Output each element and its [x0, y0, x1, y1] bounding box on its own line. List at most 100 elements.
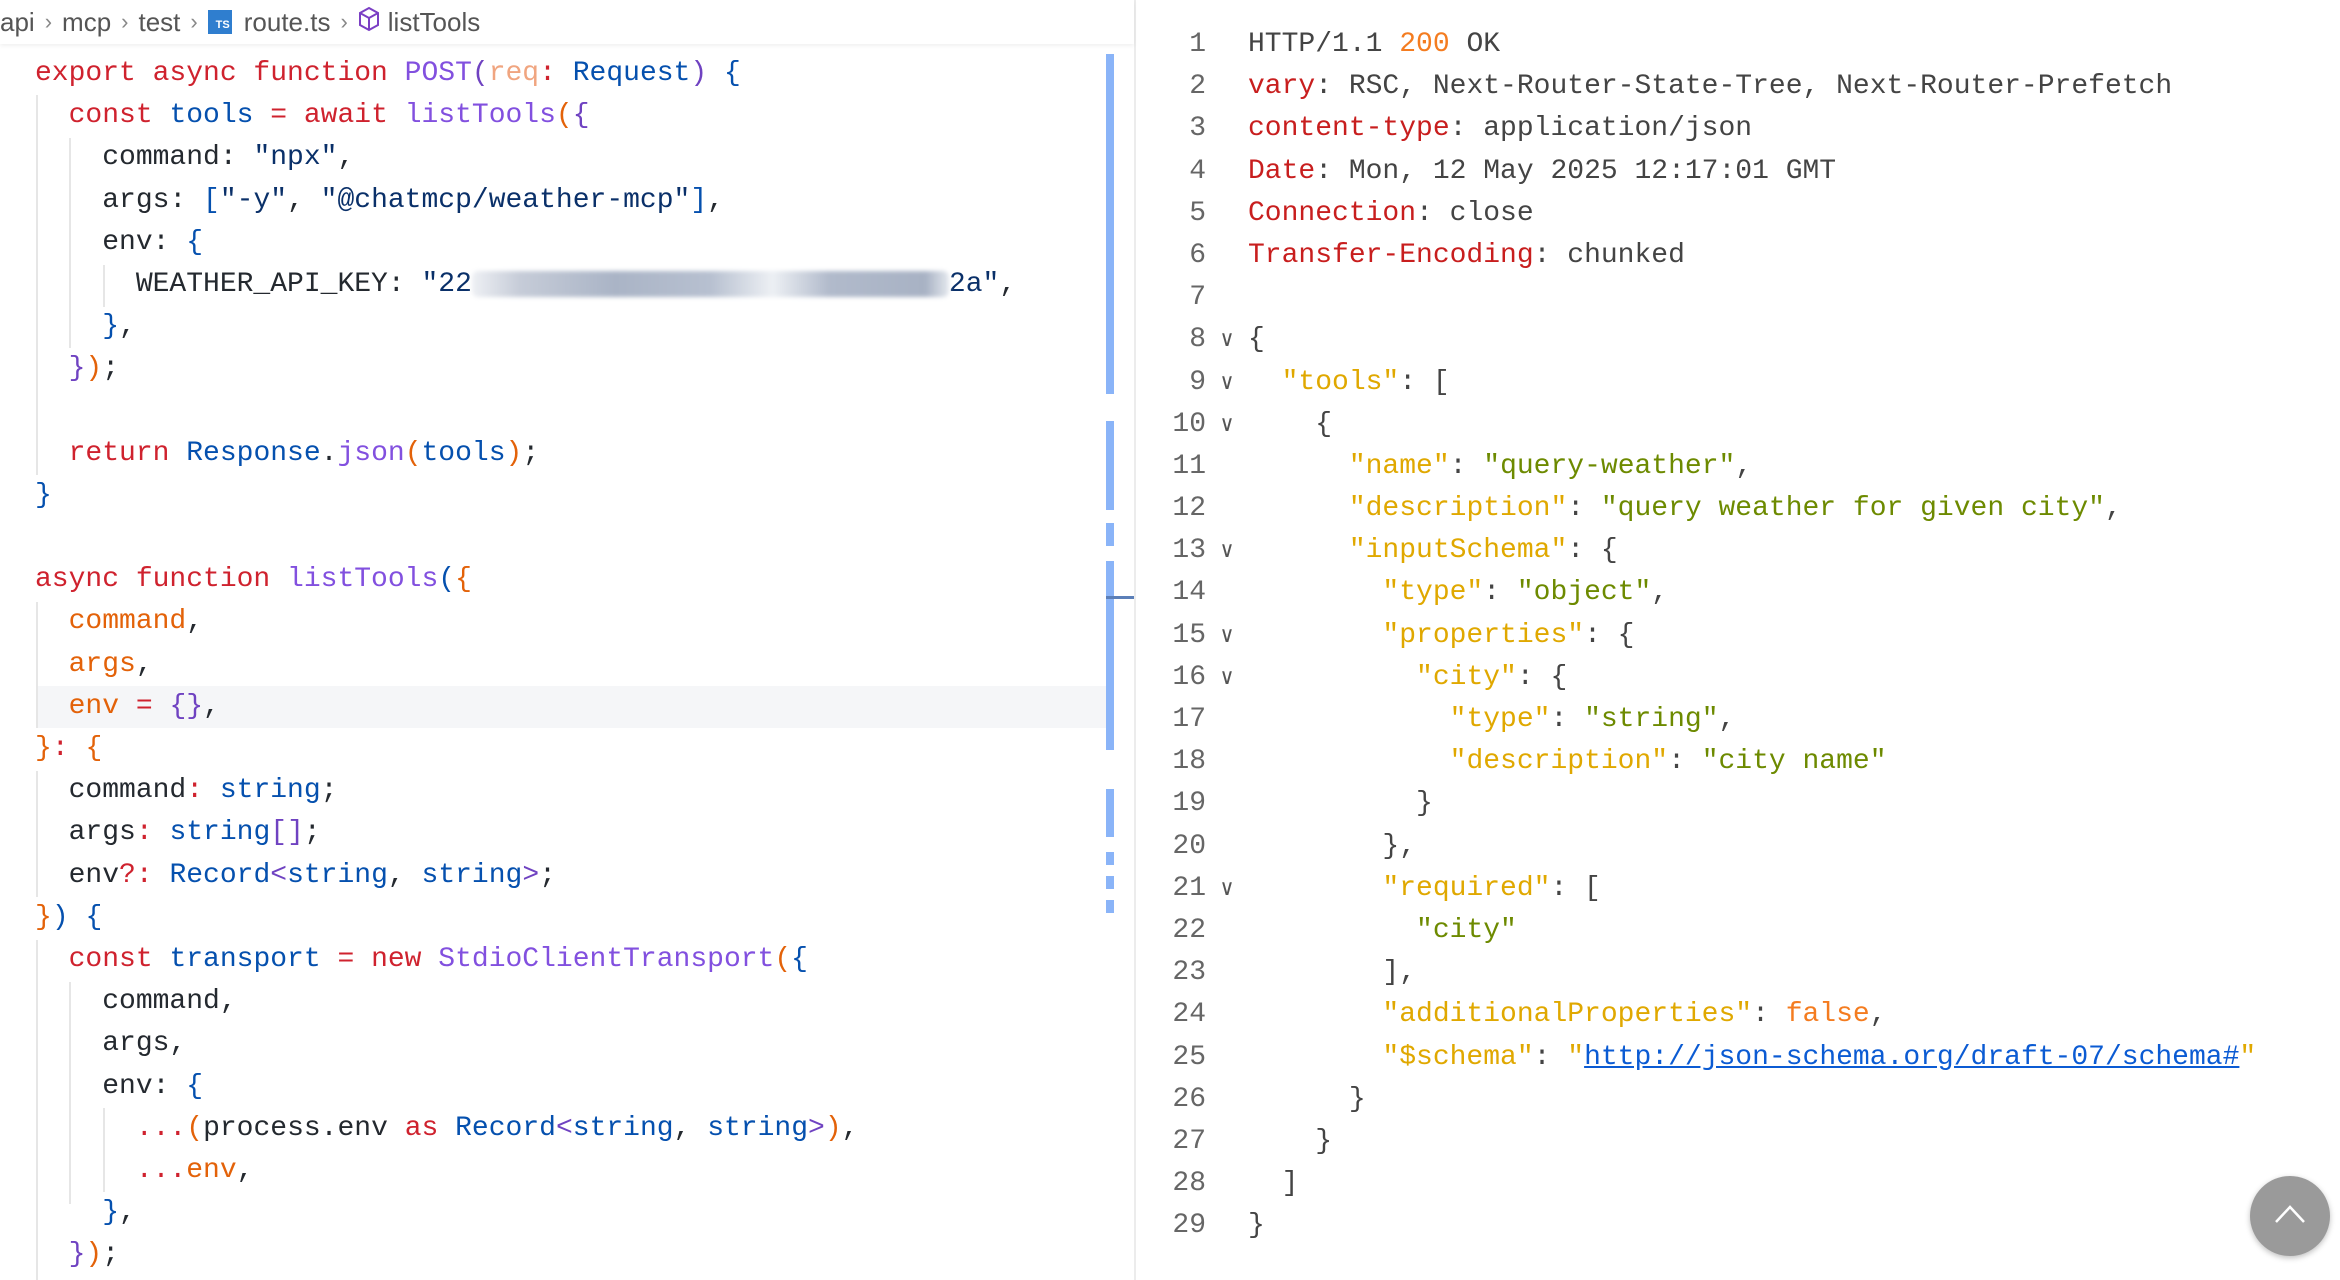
code-token: ): [85, 1239, 103, 1271]
code-token: : application/json: [1449, 113, 1753, 145]
code-token: [1248, 662, 1416, 693]
line-number: 25: [1172, 1041, 1206, 1073]
chevron-down-icon[interactable]: ∨: [1220, 412, 1234, 438]
code-token: (: [186, 1112, 204, 1144]
pane-divider[interactable]: [1134, 0, 1136, 1280]
http-response-pane: [1136, 0, 2340, 1280]
code-token: ,: [673, 1112, 708, 1144]
typescript-file-icon: TS: [207, 10, 232, 34]
line-number: 21: [1172, 872, 1206, 904]
chevron-right-icon: ›: [340, 9, 348, 34]
code-line: 7: [1136, 277, 2336, 319]
schema-link[interactable]: http://json-schema.org/draft-07/schema#: [1584, 1041, 2240, 1073]
scrollbar-change-marker[interactable]: [1106, 561, 1114, 750]
code-line: }: {: [35, 728, 1105, 770]
chevron-down-icon[interactable]: ∨: [1220, 876, 1234, 902]
breadcrumb-item-api[interactable]: api: [0, 6, 35, 37]
scrollbar-change-marker[interactable]: [1106, 421, 1114, 510]
chevron-down-icon[interactable]: ∨: [1220, 623, 1234, 649]
breadcrumb-item-symbol[interactable]: listTools: [387, 6, 481, 37]
chevron-right-icon: ›: [190, 9, 198, 34]
breadcrumb-item-file[interactable]: route.ts: [243, 6, 331, 37]
code-token: const: [68, 943, 170, 975]
code-token: (: [438, 564, 456, 596]
code-token: HTTP/1.1: [1248, 29, 1400, 60]
code-token: : RSC, Next-Router-State-Tree, Next-Rout…: [1315, 71, 2173, 103]
chevron-down-icon[interactable]: ∨: [1220, 328, 1234, 354]
code-token: "city name": [1701, 746, 1887, 778]
chevron-down-icon[interactable]: ∨: [1220, 665, 1234, 691]
code-line: env?: Record<string, string>;: [35, 855, 1105, 897]
code-line: [35, 391, 1105, 433]
breadcrumb-item-test[interactable]: test: [138, 6, 181, 37]
code-token: Date: [1248, 155, 1316, 187]
code-token: ;: [522, 437, 540, 469]
code-token: ,: [707, 184, 724, 216]
code-line: args,: [35, 644, 1105, 686]
chevron-down-icon[interactable]: ∨: [1220, 370, 1234, 396]
code-token: Record: [169, 859, 271, 891]
code-token: [1248, 746, 1450, 777]
code-token: command:: [35, 142, 254, 174]
symbol-method-icon: [358, 6, 380, 39]
scrollbar-change-marker[interactable]: [1106, 852, 1114, 865]
line-number: 9: [1189, 366, 1206, 398]
code-token: OK: [1449, 29, 1501, 60]
code-token: }: [35, 733, 52, 764]
line-number: 12: [1172, 493, 1206, 525]
chevron-right-icon: ›: [121, 9, 129, 34]
code-token: ,: [119, 311, 136, 343]
code-line: args: string[];: [35, 812, 1105, 854]
code-token: : {: [1567, 535, 1618, 567]
line-number: 27: [1172, 1125, 1206, 1157]
code-token: : {: [1584, 619, 1635, 651]
code-token: string: [287, 859, 388, 891]
code-token: (: [471, 58, 489, 89]
code-token: Connection: [1248, 197, 1417, 229]
code-line: }) {: [35, 897, 1105, 939]
code-token: [1248, 620, 1382, 651]
code-token: ,: [119, 1197, 136, 1229]
chevron-down-icon[interactable]: ∨: [1220, 539, 1234, 565]
scroll-to-top-button[interactable]: [2250, 1176, 2330, 1256]
code-token: : [: [1550, 872, 1601, 904]
code-token: }: [35, 901, 52, 933]
source-code[interactable]: export async function POST(req: Request)…: [35, 53, 1105, 1276]
code-token: "properties": [1382, 619, 1585, 651]
code-token: [1248, 915, 1416, 946]
code-token: [35, 944, 69, 975]
code-token: Request: [572, 58, 691, 89]
code-token: listTools: [404, 100, 556, 132]
indent-guide: [69, 982, 71, 1204]
scrollbar-change-marker[interactable]: [1106, 789, 1114, 837]
code-token: [1248, 493, 1349, 524]
code-token: [35, 438, 69, 469]
scrollbar-change-marker[interactable]: [1106, 876, 1114, 889]
scrollbar-change-marker[interactable]: [1106, 54, 1114, 394]
code-token: {: [85, 901, 103, 933]
code-token: env: [35, 859, 120, 891]
code-token: return: [68, 437, 187, 469]
code-token: {: [1248, 324, 1265, 356]
code-token: args: [35, 648, 136, 680]
code-token: : [: [1399, 366, 1450, 398]
code-token: ,: [2104, 493, 2122, 525]
line-number: 1: [1189, 29, 1206, 60]
code-token: <: [270, 859, 288, 891]
code-line: env: {: [35, 1066, 1105, 1108]
breadcrumb-item-mcp[interactable]: mcp: [62, 6, 112, 37]
scrollbar-change-marker[interactable]: [1106, 523, 1114, 546]
line-number: 14: [1172, 577, 1206, 609]
code-token: POST: [404, 58, 472, 89]
code-token: :: [1483, 577, 1517, 609]
code-token: ,: [135, 648, 153, 680]
code-token: tools: [169, 100, 254, 132]
scrollbar-change-marker[interactable]: [1106, 900, 1114, 913]
code-line: env: {: [35, 222, 1105, 264]
code-line: 25 "$schema": "http://json-schema.org/dr…: [1136, 1037, 2336, 1079]
code-editor-pane: api › mcp › test › TS route.ts › listToo…: [0, 0, 1134, 1280]
code-token: : chunked: [1533, 239, 1685, 271]
